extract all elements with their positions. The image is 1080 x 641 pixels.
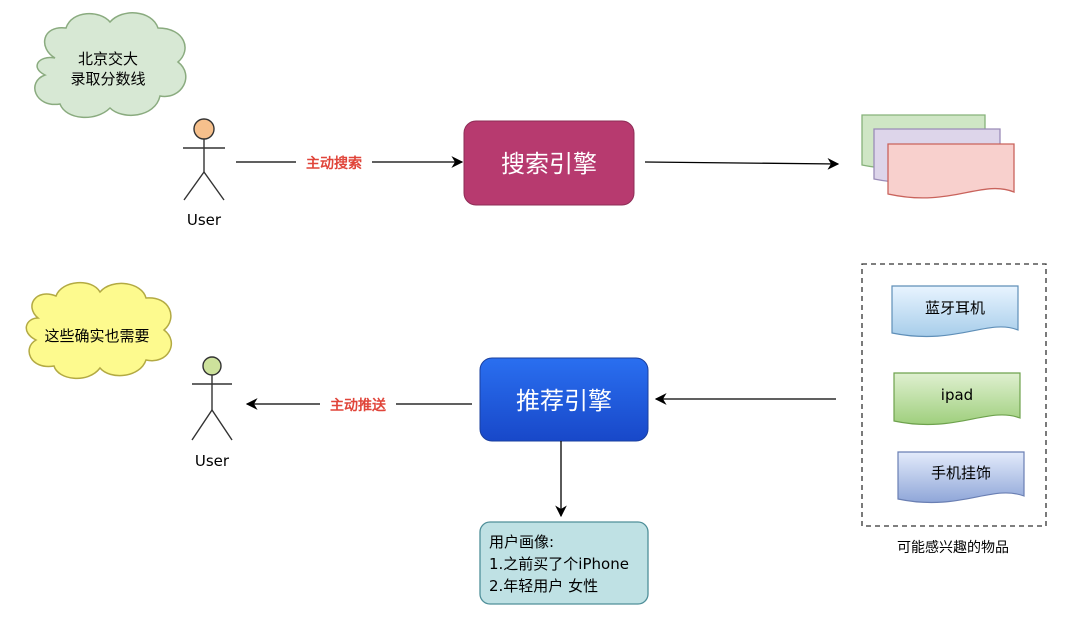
profile-line-2: 2.年轻用户 女性 <box>489 577 598 595</box>
search-results-stack <box>861 114 1015 199</box>
user-head <box>193 118 215 140</box>
cloud-text-line-1: 北京交大 <box>78 50 138 68</box>
candidate-item-ipad[interactable]: ipad <box>893 372 1021 426</box>
candidate-item-phone-charm[interactable]: 手机挂饰 <box>897 451 1025 504</box>
user-profile-box: 用户画像: 1.之前买了个iPhone 2.年轻用户 女性 <box>479 521 649 605</box>
candidate-item-bluetooth[interactable]: 蓝牙耳机 <box>891 285 1019 338</box>
need-cloud: 这些确实也需要 <box>25 282 173 380</box>
user-actor-search <box>183 118 225 201</box>
user-actor-recommend <box>191 356 233 441</box>
item-label-2: ipad <box>941 386 973 404</box>
edge-label-active-search: 主动搜索 <box>306 155 362 172</box>
query-cloud: 北京交大 录取分数线 <box>34 12 187 119</box>
search-engine-label: 搜索引擎 <box>501 150 597 178</box>
user-head-bottom <box>202 356 222 376</box>
recommend-engine-node[interactable]: 推荐引擎 <box>479 357 649 442</box>
edge-label-bg <box>296 152 372 172</box>
profile-title: 用户画像: <box>489 533 554 551</box>
recommend-engine-label: 推荐引擎 <box>516 387 612 415</box>
cloud-shape-bottom <box>25 282 173 380</box>
edge-label-active-push: 主动推送 <box>330 397 387 414</box>
edge-to-results <box>644 158 840 170</box>
result-doc-3 <box>887 143 1015 199</box>
cloud-shape <box>34 12 187 119</box>
item-label-3: 手机挂饰 <box>931 464 991 482</box>
cloud-text-bottom: 这些确实也需要 <box>44 327 149 345</box>
user-label-top: User <box>187 211 222 229</box>
user-label-bottom: User <box>195 452 230 470</box>
cloud-text-line-2: 录取分数线 <box>70 70 145 88</box>
edge-label-bg-bottom <box>320 394 396 414</box>
candidate-items-container <box>861 263 1047 527</box>
profile-line-1: 1.之前买了个iPhone <box>489 555 629 573</box>
candidate-items-caption: 可能感兴趣的物品 <box>897 539 1009 556</box>
item-label-1: 蓝牙耳机 <box>925 299 985 317</box>
search-engine-node[interactable]: 搜索引擎 <box>463 120 635 206</box>
